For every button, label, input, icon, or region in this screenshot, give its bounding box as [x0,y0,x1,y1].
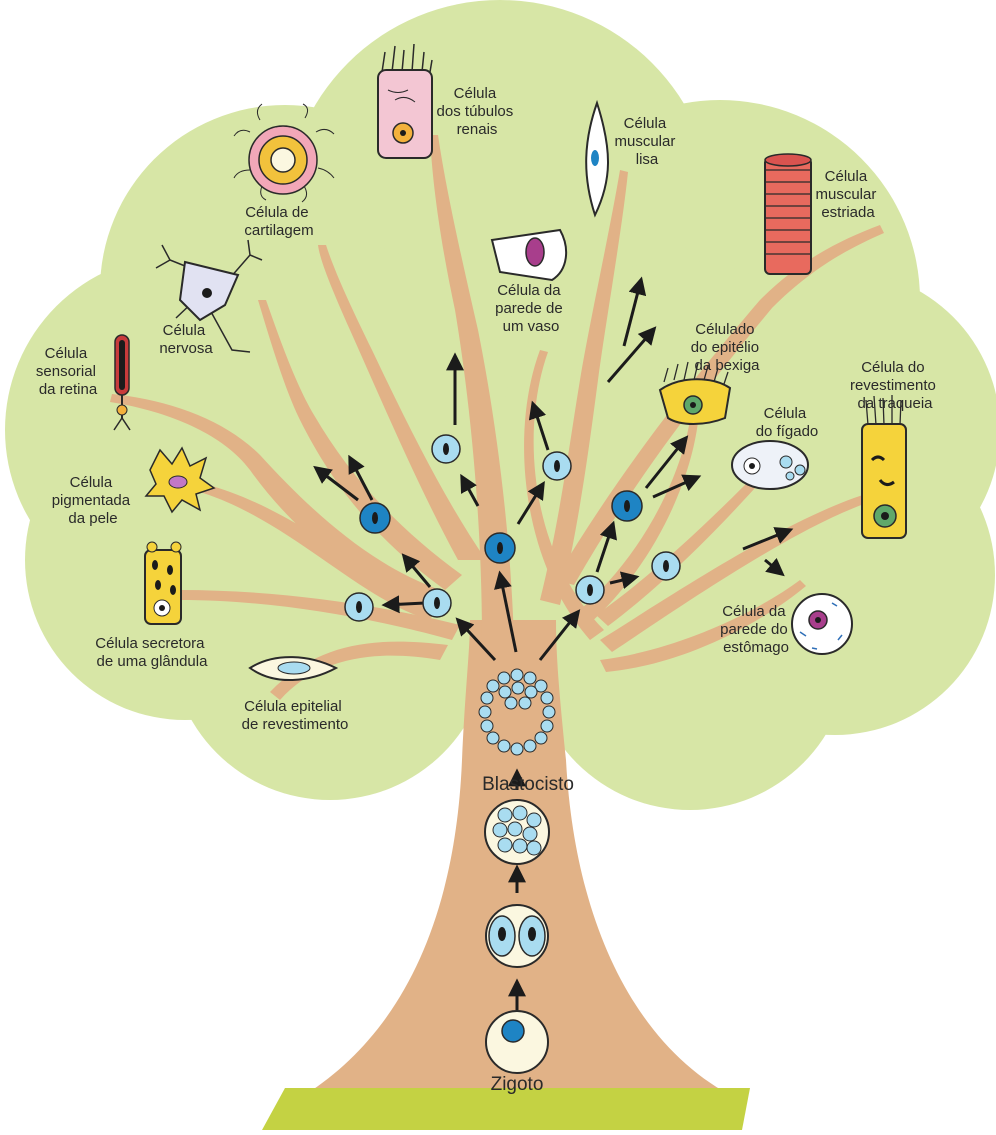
stomach-wall-cell [791,593,853,655]
zigote-cell [485,1010,549,1074]
label-blastocisto: Blastocisto [482,774,574,795]
skin-pigment-cell [144,446,216,514]
bladder-epithelium-cell [658,361,732,425]
striated-muscle-cell [764,153,812,275]
label-pele: Célula pigmentada da pele [52,474,135,527]
vessel-wall-cell [490,228,568,282]
morula-stage [484,799,550,865]
liver-cell [731,440,809,490]
label-traqueia: Célula do revestimento da traqueia [850,359,940,412]
gland-secretory-cell [144,541,182,625]
label-figado: Célula do fígado [756,405,819,440]
label-epitelial: Célula epitelial de revestimento [242,698,349,733]
nerve-cell [155,239,263,353]
label-retina: Célula sensorial da retina [36,345,100,398]
label-vaso: Célula da parede de um vaso [495,282,567,335]
label-estriada: Célula muscular estriada [815,168,880,221]
blastocyst-stage [478,668,556,756]
ground [262,1088,750,1130]
label-nervosa: Célula nervosa [159,322,213,357]
label-tubulos: Célula dos túbulos renais [437,85,518,138]
smooth-muscle-cell [585,99,609,218]
label-lisa: Célula muscular lisa [614,115,679,168]
kidney-tubule-cell [377,43,433,159]
lining-epithelial-cell [248,656,339,681]
cartilage-cell [233,103,335,203]
two-cell-stage [485,904,549,968]
trachea-lining-cell [861,395,907,539]
label-cartilagem: Célula de cartilagem [244,204,313,239]
differentiation-arrows [313,276,794,1010]
label-zigoto: Zigoto [491,1074,544,1095]
stem-cells [344,434,681,622]
label-glandula: Célula secretora de uma glândula [95,635,208,670]
label-bexiga: Célulado do epitélio da bexiga [691,321,764,374]
label-estomago: Célula da parede do estômago [720,603,792,656]
retina-cell [113,334,131,431]
